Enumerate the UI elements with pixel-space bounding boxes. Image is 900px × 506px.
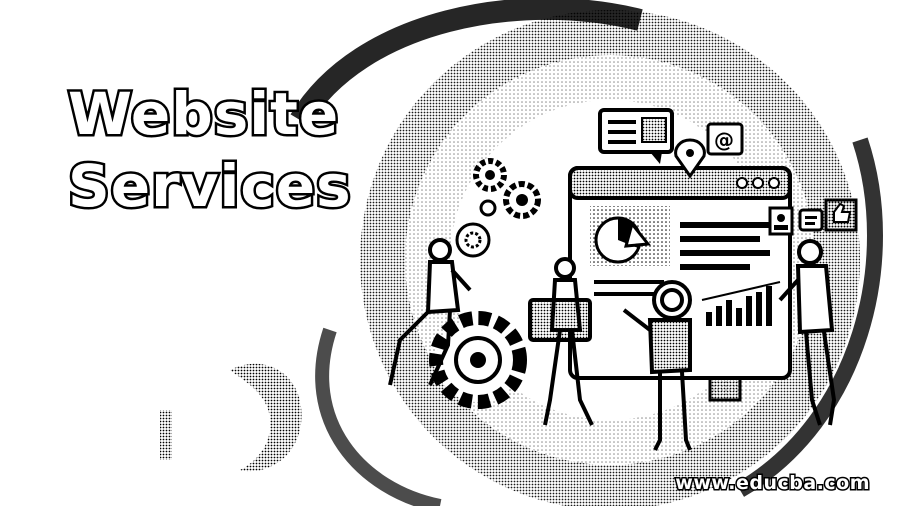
location-pin-icon [674,138,706,179]
title-line-2: Services [66,150,354,223]
bar-chart-icon [701,281,781,326]
person-with-tablet [528,257,594,426]
pie-chart-icon [594,216,651,264]
monitor-stand [708,376,742,402]
person-with-coffee [778,239,837,426]
svg-text:@: @ [714,128,734,152]
chat-bubble-icon [798,208,824,232]
user-profile-icon [768,206,794,236]
shopping-cart-icon [598,108,674,164]
thumbs-up-icon [824,198,858,232]
watermark: www.educba.com [674,471,871,496]
gear-icon [473,158,541,219]
person-with-magnifier [622,280,692,451]
title-line-1: Website [66,78,341,151]
settings-bubble-icon [455,222,491,258]
banner-title: Website Services [66,78,354,223]
large-gear-icon [429,311,527,409]
person-on-gear [388,238,472,386]
at-sign-icon: @ [706,122,744,156]
